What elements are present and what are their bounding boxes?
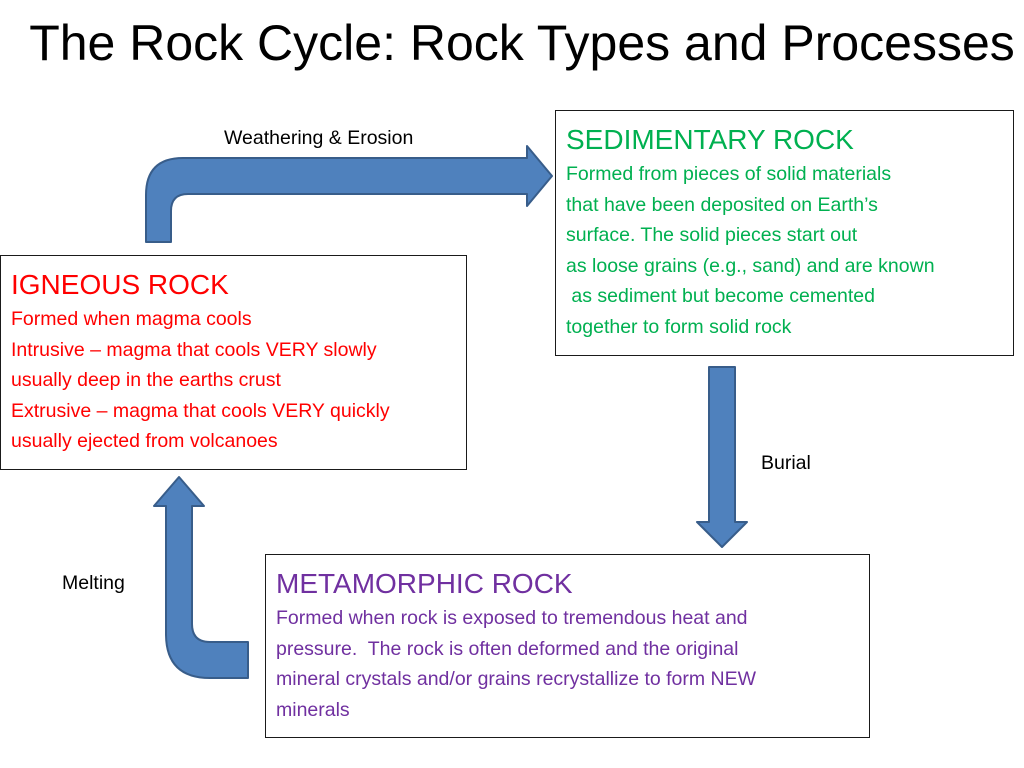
metamorphic-line: pressure. The rock is often deformed and… [276, 637, 739, 660]
sedimentary-heading: SEDIMENTARY ROCK [566, 124, 854, 155]
weathering-erosion-label: Weathering & Erosion [224, 127, 414, 149]
sedimentary-line: Formed from pieces of solid materials [566, 163, 892, 185]
melting-label: Melting [62, 572, 125, 594]
igneous-line: usually deep in the earths crust [11, 369, 281, 391]
metamorphic-line: minerals [276, 698, 350, 721]
sedimentary-line: together to form solid rock [566, 315, 792, 338]
burial-label: Burial [761, 452, 811, 474]
sedimentary-line: as loose grains (e.g., sand) and are kno… [566, 254, 935, 277]
igneous-line: Extrusive – magma that cools VERY quickl… [11, 399, 390, 422]
weathering-arrow [145, 145, 553, 243]
sedimentary-line: as sediment but become cemented [566, 285, 875, 307]
burial-arrow [696, 366, 748, 548]
sedimentary-rock-box: SEDIMENTARY ROCK Formed from pieces of s… [555, 110, 1014, 356]
igneous-line: Formed when magma cools [11, 308, 252, 330]
metamorphic-line: Formed when rock is exposed to tremendou… [276, 607, 748, 629]
metamorphic-line: mineral crystals and/or grains recrystal… [276, 668, 757, 690]
metamorphic-heading: METAMORPHIC ROCK [276, 568, 573, 599]
sedimentary-line: that have been deposited on Earth’s [566, 193, 878, 216]
page-title: The Rock Cycle: Rock Types and Processes [29, 15, 1015, 71]
melting-arrow [153, 476, 249, 679]
igneous-rock-box: IGNEOUS ROCK Formed when magma cools Int… [0, 255, 467, 470]
igneous-heading: IGNEOUS ROCK [11, 269, 229, 300]
igneous-line: Intrusive – magma that cools VERY slowly [11, 338, 377, 361]
sedimentary-line: surface. The solid pieces start out [566, 224, 858, 246]
igneous-line: usually ejected from volcanoes [11, 430, 278, 452]
metamorphic-rock-box: METAMORPHIC ROCK Formed when rock is exp… [265, 554, 870, 738]
